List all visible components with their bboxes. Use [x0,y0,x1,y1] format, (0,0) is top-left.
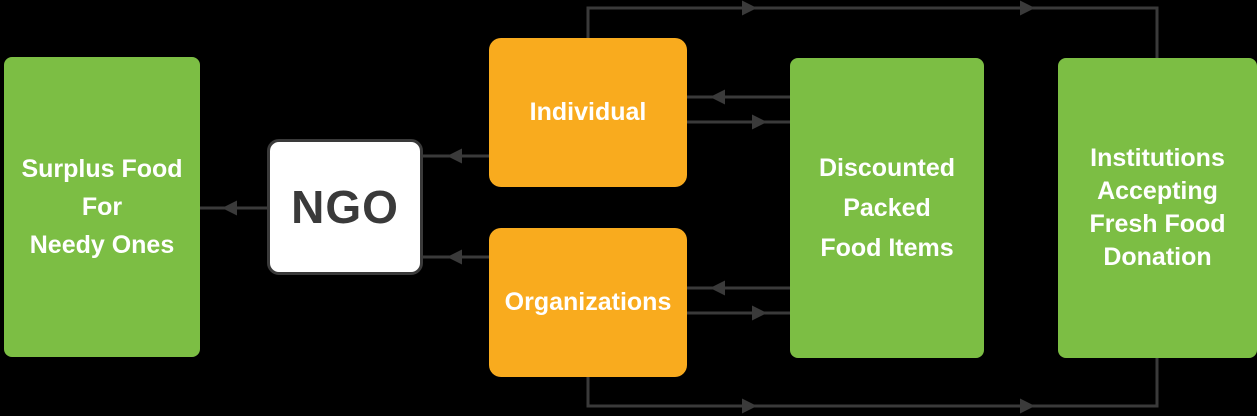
node-label-line: Accepting [1097,177,1218,205]
edge-individual-to-institutions [586,0,1159,58]
node-label-line: Packed [843,194,931,222]
node-label-line: Institutions [1090,144,1225,172]
edge-organizations-to-institutions [586,357,1159,414]
node-label-line: Surplus Food [21,155,183,183]
node-organizations: Organizations [489,228,687,377]
node-surplus-food: Surplus Food For Needy Ones [4,57,200,357]
edge-organizations-to-ngo [423,249,489,265]
edge-discounted-to-individual [687,89,790,105]
node-label-line: Needy Ones [29,231,175,259]
edge-ngo-to-surplus [200,200,267,216]
node-discounted-packed-food: Discounted Packed Food Items [790,58,984,358]
node-label: Organizations [504,288,672,316]
edge-discounted-to-organizations [687,280,790,296]
node-label-line: Food Items [820,234,954,262]
node-ngo: NGO [267,139,423,275]
node-label-line: Fresh Food [1089,210,1226,238]
edge-individual-to-discounted [687,114,790,130]
edge-individual-to-ngo [423,148,489,164]
node-label-line: For [81,193,123,221]
node-label-line: Discounted [818,154,956,182]
node-individual: Individual [489,38,687,187]
node-institutions-accepting: Institutions Accepting Fresh Food Donati… [1058,58,1257,358]
node-label: NGO [291,181,399,233]
node-label-line: Donation [1103,243,1212,271]
edge-organizations-to-discounted [687,305,790,321]
node-label: Individual [529,98,647,126]
